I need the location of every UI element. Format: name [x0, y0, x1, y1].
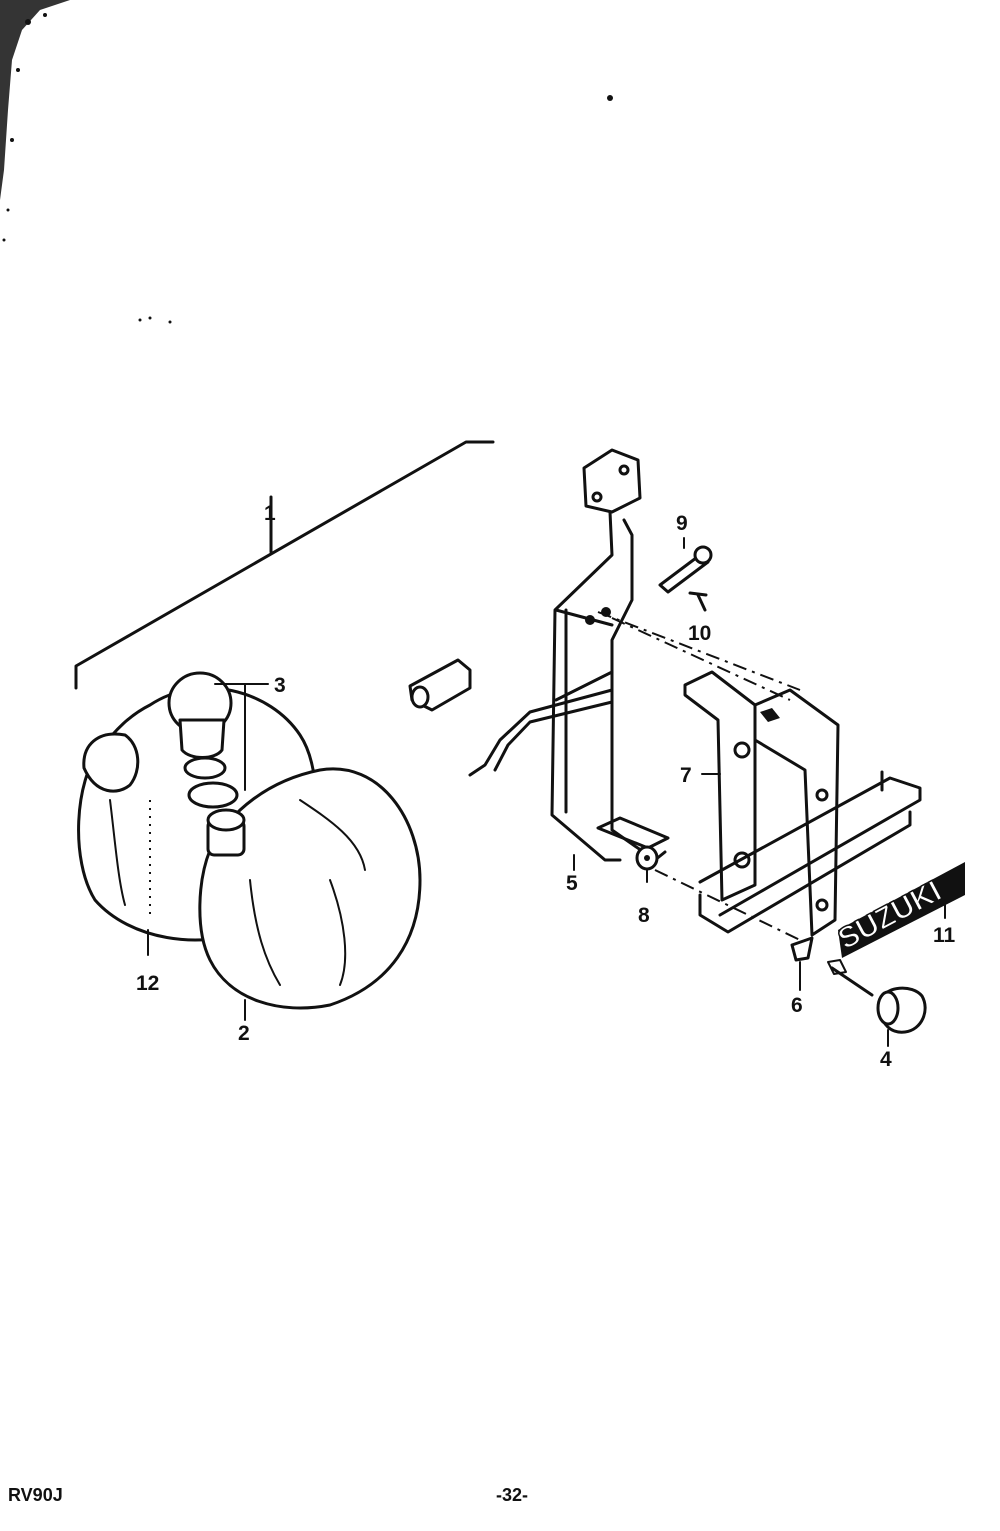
callout-7: 7	[680, 764, 692, 787]
callout-5: 5	[566, 872, 578, 895]
callout-12: 12	[136, 972, 159, 995]
grommet-6	[790, 936, 814, 991]
model-code: RV90J	[8, 1485, 63, 1505]
callout-2: 2	[238, 1022, 250, 1045]
bracket-5	[408, 448, 670, 871]
scan-noise	[0, 0, 613, 324]
cap-3	[167, 671, 269, 809]
callout-9: 9	[676, 512, 688, 535]
callout-8: 8	[638, 904, 650, 927]
callout-1: 1	[264, 502, 276, 525]
oil-tank-2	[198, 767, 422, 1021]
callout-3: 3	[274, 674, 286, 697]
nut-8	[635, 845, 659, 883]
callout-6: 6	[791, 994, 803, 1017]
callouts: 1 2 3 4 5 6 7 8 9 10 11 12	[136, 502, 956, 1071]
assembly-lines	[597, 611, 801, 941]
bolt-9	[658, 537, 713, 594]
assembly-bracket-1	[74, 440, 495, 690]
plate-7	[683, 670, 840, 937]
callout-11: 11	[933, 924, 956, 947]
bolt-10	[688, 591, 708, 612]
knob-4	[827, 959, 927, 1047]
guard-rail	[698, 770, 922, 934]
emblem-text: SUZUKI	[833, 875, 947, 957]
page-number: -32-	[496, 1485, 529, 1505]
callout-10: 10	[688, 622, 711, 645]
callout-4: 4	[880, 1048, 892, 1071]
